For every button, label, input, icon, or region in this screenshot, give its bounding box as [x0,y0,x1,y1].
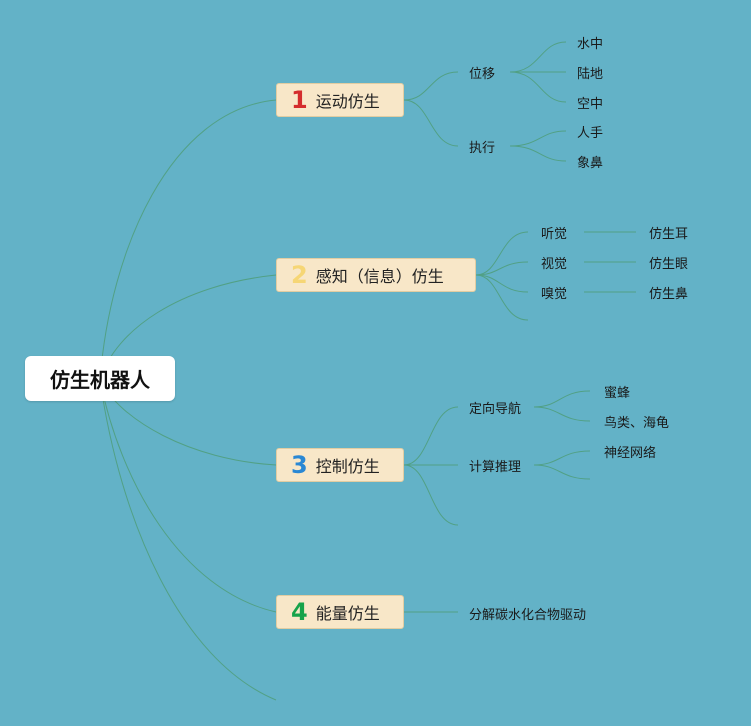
connector-root-branch1 [99,99,277,381]
connector-b1-zhixing [403,99,459,147]
connector-zhixing-trunk [509,145,567,162]
node-neural-network[interactable]: 神经网络 [604,446,657,461]
connector-yiyi-water [509,41,567,73]
node-elephant-trunk[interactable]: 象鼻 [577,156,604,171]
branch-energy-bionics[interactable]: 4 能量仿生 [276,595,404,629]
connector-b2-extra [475,274,529,321]
node-land[interactable]: 陆地 [577,67,604,82]
branch-number-4: 4 [291,598,308,626]
connector-zhixing-hand [509,130,567,147]
connector-b2-xiu [475,274,529,293]
connector-tuili-extra [533,464,591,480]
branch-number-2: 2 [291,261,308,289]
node-bee[interactable]: 蜜蜂 [604,386,631,401]
connector-b2-shi [475,261,529,276]
node-bionic-nose[interactable]: 仿生鼻 [649,287,689,302]
branch-label-perception: 感知（信息）仿生 [315,267,444,286]
connector-root-extra [99,379,277,701]
connector-daohang-bee [533,390,591,408]
branch-label-motion: 运动仿生 [315,92,380,111]
branch-number-3: 3 [291,451,308,479]
node-bionic-eye[interactable]: 仿生眼 [649,257,689,272]
branch-label-control: 控制仿生 [315,457,380,476]
connector-root-branch4 [99,379,277,613]
branch-control-bionics[interactable]: 3 控制仿生 [276,448,404,482]
node-smell[interactable]: 嗅觉 [541,287,568,302]
branch-perception-bionics[interactable]: 2 感知（信息）仿生 [276,258,476,292]
branch-motion-bionics[interactable]: 1 运动仿生 [276,83,404,117]
connector-b3-daohang [403,406,459,466]
node-birds-turtles[interactable]: 鸟类、海龟 [604,416,670,431]
connector-b1-yiyi [403,71,459,101]
connector-b3-extra [403,464,459,526]
node-navigation[interactable]: 定向导航 [469,402,522,417]
connector-daohang-bird [533,406,591,422]
node-water[interactable]: 水中 [577,37,604,52]
node-displacement[interactable]: 位移 [469,67,496,82]
node-bionic-ear[interactable]: 仿生耳 [649,227,689,242]
node-air[interactable]: 空中 [577,97,604,112]
node-human-hand[interactable]: 人手 [577,126,604,141]
root-node[interactable]: 仿生机器人 [25,356,175,401]
node-execution[interactable]: 执行 [469,141,496,156]
branch-number-1: 1 [291,86,308,114]
connector-b2-ting [475,231,529,276]
node-vision[interactable]: 视觉 [541,257,568,272]
connector-yiyi-air [509,71,567,103]
connector-tuili-nn [533,450,591,466]
branch-label-energy: 能量仿生 [315,604,380,623]
node-hearing[interactable]: 听觉 [541,227,568,242]
node-carbohydrate-driven[interactable]: 分解碳水化合物驱动 [469,608,587,623]
node-reasoning[interactable]: 计算推理 [469,460,522,475]
